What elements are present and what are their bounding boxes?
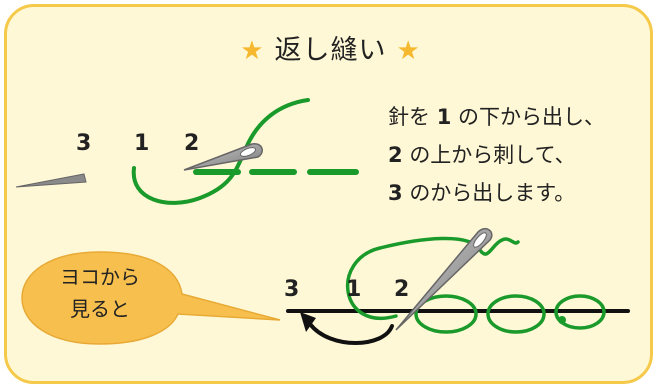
instruction-line: 3 のから出します。 xyxy=(388,181,576,205)
instruction-line: 2 の上から刺して、 xyxy=(388,143,576,167)
star-icon: ★ xyxy=(240,36,265,66)
bubble-line-2: 見ると xyxy=(70,297,130,321)
needle-tip-icon xyxy=(15,173,87,188)
instructions: 針を 1 の下から出し、 2 の上から刺して、 3 のから出します。 xyxy=(388,98,605,212)
stitch-loop xyxy=(414,294,478,334)
point-label-2: 2 xyxy=(394,277,409,302)
arrow-head-icon xyxy=(300,312,316,332)
needle-top-icon xyxy=(183,143,263,171)
star-icon: ★ xyxy=(396,36,421,66)
needle-bottom-icon xyxy=(395,228,493,331)
instruction-line: 針を 1 の下から出し、 xyxy=(388,105,605,129)
point-label-2: 2 xyxy=(184,131,199,156)
point-label-1: 1 xyxy=(134,131,149,156)
thread-top xyxy=(131,98,310,205)
point-label-3: 3 xyxy=(76,131,91,156)
stitch-loop xyxy=(554,294,606,330)
title-text: 返し縫い xyxy=(274,35,387,66)
thread-loop xyxy=(345,236,520,320)
bubble-line-1: ヨコから xyxy=(60,265,140,289)
page-title: ★ 返し縫い ★ xyxy=(0,28,661,67)
direction-arrow xyxy=(308,322,394,345)
stitch-knot xyxy=(558,316,566,324)
speech-bubble xyxy=(21,251,281,345)
point-label-3: 3 xyxy=(284,277,299,302)
stitch-loop xyxy=(486,294,546,334)
point-label-1: 1 xyxy=(346,277,361,302)
